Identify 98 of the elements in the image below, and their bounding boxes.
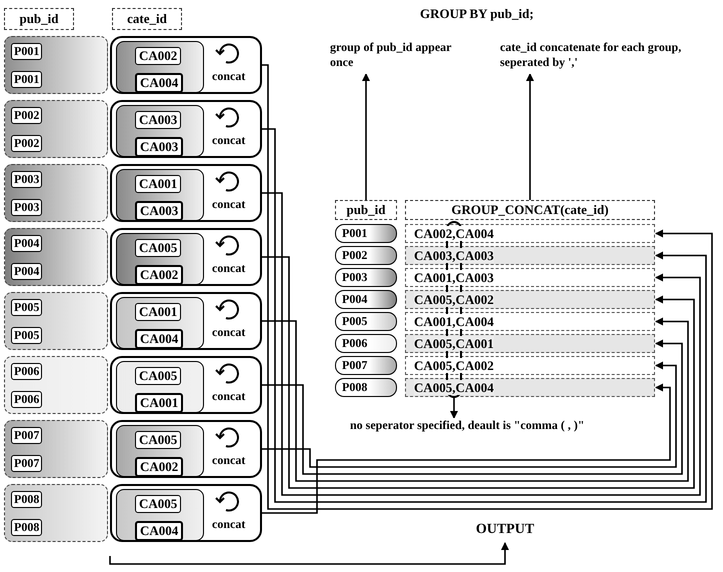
cell-text: P006 (11, 391, 42, 408)
table-cell: CA005,CA002 (405, 290, 655, 309)
table-cell: P007 (335, 356, 397, 375)
cell-text: P003 (11, 199, 42, 216)
concat-group-box (110, 164, 262, 222)
cell-text: CA004 (135, 329, 184, 349)
cell-text: CA001 (135, 175, 182, 193)
concat-group-box (110, 484, 262, 542)
table-cell (116, 233, 204, 285)
concat-group-box (110, 100, 262, 158)
cell-text: P005 (11, 299, 42, 316)
table-cell (4, 228, 108, 286)
connector-arrow (262, 128, 707, 503)
column-header: cate_id (112, 8, 182, 30)
table-cell (4, 36, 108, 94)
connector-arrow (262, 256, 695, 489)
table-cell (116, 361, 204, 413)
cell-text: P007 (11, 427, 42, 444)
table-cell: CA005,CA001 (405, 334, 655, 353)
concat-label: concat (212, 453, 246, 468)
connector-arrow (262, 362, 677, 468)
cell-text: P004 (11, 235, 42, 252)
cell-text: CA003 (135, 137, 184, 157)
table-cell: CA005,CA002 (405, 356, 655, 375)
concat-group-box (110, 356, 262, 414)
table-cell (116, 105, 204, 157)
cell-text: CA004 (135, 73, 184, 93)
table-cell (4, 484, 108, 542)
table-cell (4, 356, 108, 414)
cell-text: P007 (11, 455, 42, 472)
table-cell: P001 (335, 224, 397, 243)
concat-label: concat (212, 325, 246, 340)
concat-label: concat (212, 197, 246, 212)
concat-group-box (110, 292, 262, 350)
cell-text: P005 (11, 327, 42, 344)
connector-arrow (362, 73, 370, 200)
connector-arrow (109, 542, 509, 565)
table-cell: P006 (335, 334, 397, 353)
cell-text: CA003 (135, 201, 184, 221)
concat-group-box (110, 36, 262, 94)
cell-text: CA004 (135, 521, 184, 541)
connector-arrow (526, 73, 534, 200)
cell-text: CA005 (135, 239, 182, 257)
cell-text: P001 (11, 71, 42, 88)
cell-text: CA003 (135, 111, 182, 129)
cell-text: P001 (11, 43, 42, 60)
title: GROUP BY pub_id; (420, 6, 534, 22)
concat-label: concat (212, 261, 246, 276)
cell-text: P002 (11, 107, 42, 124)
cell-text: CA005 (135, 495, 182, 513)
table-cell: P005 (335, 312, 397, 331)
cell-text: P002 (11, 135, 42, 152)
table-cell: CA001,CA003 (405, 268, 655, 287)
table-cell (116, 489, 204, 541)
output-label: OUTPUT (470, 522, 540, 542)
table-cell (116, 41, 204, 93)
connector-arrow (261, 64, 713, 510)
concat-label: concat (212, 69, 246, 84)
table-cell (116, 297, 204, 349)
table-cell: P008 (335, 378, 397, 397)
table-cell (4, 292, 108, 350)
cell-text: CA002 (135, 47, 182, 65)
connector-arrow (262, 192, 701, 496)
table-cell: CA005,CA004 (405, 378, 655, 397)
cell-text: P004 (11, 263, 42, 280)
concat-label: concat (212, 133, 246, 148)
cell-text: CA002 (135, 265, 184, 285)
table-cell: P004 (335, 290, 397, 309)
column-header: GROUP_CONCAT(cate_id) (405, 200, 655, 220)
cell-text: CA002 (135, 457, 184, 477)
table-cell (4, 420, 108, 478)
connector-arrow (262, 340, 683, 475)
connector-arrow (262, 318, 689, 482)
cell-text: CA001 (135, 393, 184, 413)
cell-text: CA005 (135, 431, 182, 449)
concat-label: concat (212, 389, 246, 404)
connector-arrow (450, 397, 458, 419)
column-header: pub_id (335, 200, 397, 220)
table-cell: P002 (335, 246, 397, 265)
table-cell (4, 164, 108, 222)
cell-text: P008 (11, 519, 42, 536)
table-cell (116, 169, 204, 221)
connector-arrow (262, 384, 671, 514)
cell-text: P008 (11, 491, 42, 508)
cell-text: CA005 (135, 367, 182, 385)
table-cell: CA002,CA004 (405, 224, 655, 243)
table-cell: CA001,CA004 (405, 312, 655, 331)
concat-label: concat (212, 517, 246, 532)
cell-text: P003 (11, 171, 42, 188)
table-cell (116, 425, 204, 477)
table-cell (4, 100, 108, 158)
concat-group-box (110, 228, 262, 286)
column-header: pub_id (4, 8, 74, 30)
table-cell: CA003,CA003 (405, 246, 655, 265)
concat-group-box (110, 420, 262, 478)
cell-text: P006 (11, 363, 42, 380)
cell-text: CA001 (135, 303, 182, 321)
table-cell: P003 (335, 268, 397, 287)
